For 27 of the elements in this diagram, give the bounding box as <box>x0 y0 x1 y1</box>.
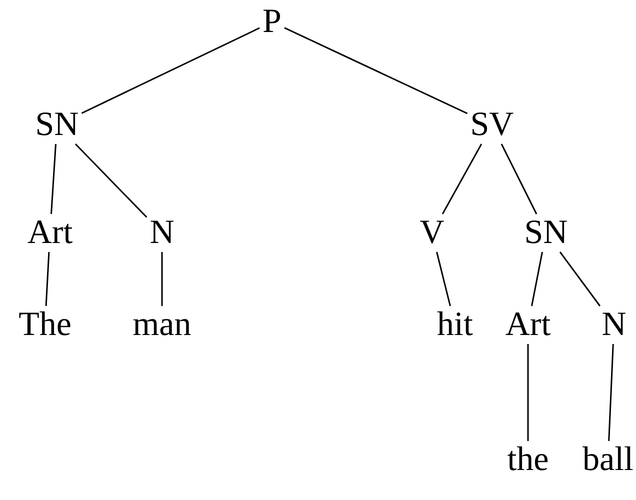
tree-node-label: SN <box>32 106 82 144</box>
tree-branch-line <box>527 344 529 441</box>
tree-node-label: N <box>598 306 630 344</box>
tree-branch-line <box>608 344 614 442</box>
tree-branch-line <box>436 252 451 306</box>
tree-branch-line <box>45 252 50 306</box>
tree-branch-line <box>530 252 544 306</box>
tree-node-label: The <box>16 306 74 344</box>
tree-branch-line <box>442 144 482 214</box>
tree-node-label: N <box>146 214 178 252</box>
tree-node-label: Art <box>24 214 76 252</box>
tree-node-label: Art <box>502 306 554 344</box>
tree-node-label: P <box>260 3 284 41</box>
tree-branch-line <box>500 144 538 214</box>
tree-branch-line <box>50 144 57 214</box>
tree-node-label: the <box>504 441 552 479</box>
tree-node-label: hit <box>434 306 476 344</box>
tree-branch-line <box>284 27 468 114</box>
tree-branch-line <box>559 252 601 306</box>
tree-branch-line <box>161 252 163 306</box>
tree-branch-line <box>81 27 260 114</box>
tree-node-label: V <box>416 214 448 252</box>
tree-node-label: ball <box>580 441 636 479</box>
tree-node-label: SN <box>521 214 571 252</box>
tree-node-label: SV <box>467 106 517 144</box>
tree-node-label: man <box>130 306 194 344</box>
tree-branch-line <box>74 143 148 218</box>
